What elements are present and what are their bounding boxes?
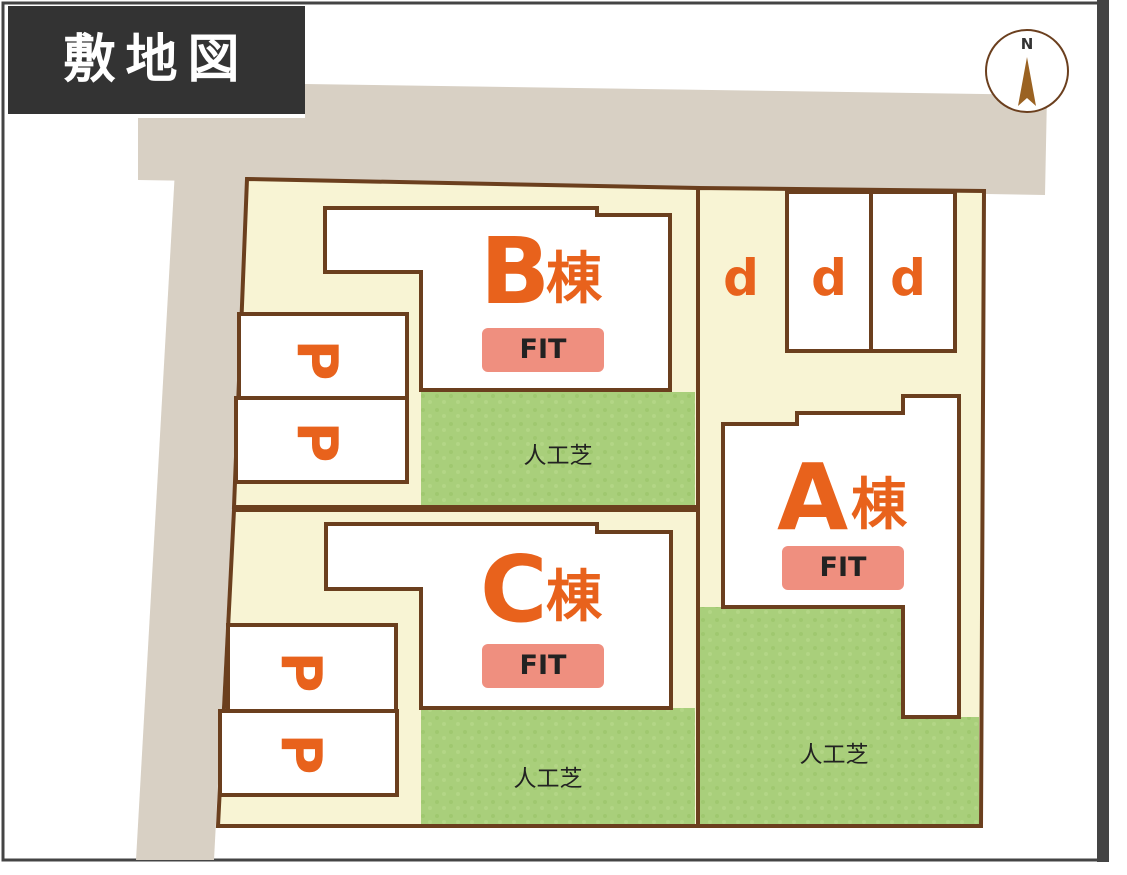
map-title: 敷地図: [63, 30, 250, 90]
lawn-a: [700, 607, 979, 824]
parking-label-c1: P: [268, 651, 333, 693]
parking-space-c2: [218, 709, 399, 797]
parking-space-b2: [234, 396, 409, 484]
bike-space-3: [869, 190, 957, 353]
road-west: [136, 170, 250, 860]
building-b-fit-badge: FIT: [482, 328, 604, 372]
road-north: [138, 84, 1047, 195]
lawn-b: [421, 392, 695, 505]
bike-label-1: d: [723, 249, 759, 307]
parking-label-b1: P: [284, 339, 349, 381]
lawn-a-label: 人工芝: [799, 742, 869, 768]
bike-label-3: d: [890, 249, 926, 307]
frame-edge: [1097, 0, 1109, 862]
building-a-suffix: 棟: [851, 473, 907, 538]
building-b-letter: B: [480, 218, 551, 325]
building-a-label: A 棟: [773, 448, 933, 548]
building-c-letter: C: [480, 536, 548, 643]
lawn-b-label: 人工芝: [523, 443, 593, 469]
parking-space-b1: [237, 312, 409, 400]
building-c-suffix: 棟: [546, 565, 602, 630]
building-a-fit-badge: FIT: [782, 546, 904, 590]
compass-north-label: N: [1020, 35, 1034, 53]
bike-label-2: d: [811, 249, 847, 307]
building-c-label: C 棟: [470, 540, 630, 640]
building-b-label: B 棟: [470, 222, 630, 322]
building-a-letter: A: [777, 444, 849, 551]
lawn-c-label: 人工芝: [513, 766, 583, 792]
compass: [985, 29, 1069, 113]
parking-space-c1: [226, 623, 398, 713]
building-b-suffix: 棟: [546, 247, 602, 312]
north-arrow-icon: [1018, 57, 1036, 106]
building-c-fit-badge: FIT: [482, 644, 604, 688]
parking-label-c2: P: [268, 733, 333, 775]
lawn-c: [421, 708, 695, 824]
title-box: [8, 6, 305, 114]
parking-label-b2: P: [284, 421, 349, 463]
bike-space-2: [785, 190, 873, 353]
